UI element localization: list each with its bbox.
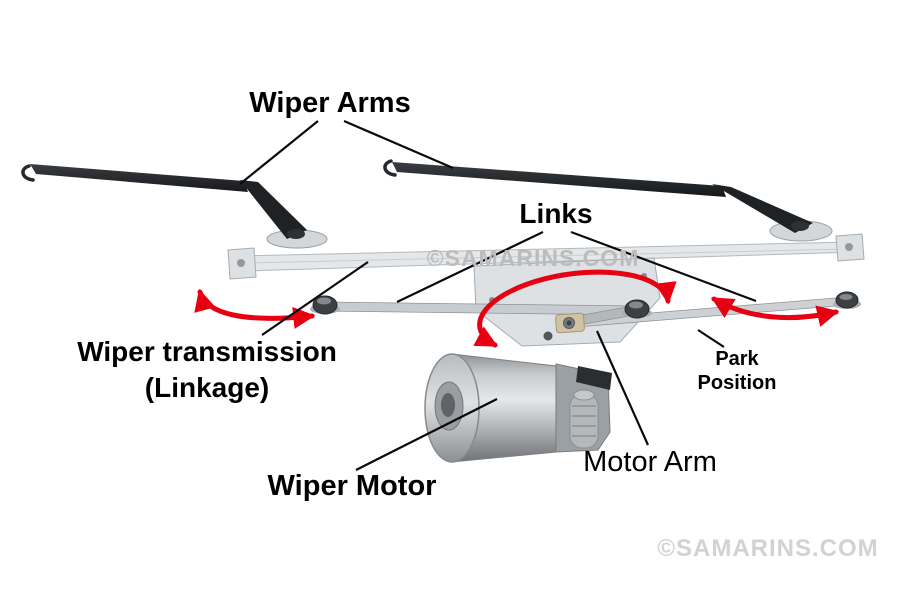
label-links: Links	[519, 198, 593, 229]
label-wiper-motor: Wiper Motor	[267, 470, 437, 502]
right-wiper-arm	[383, 159, 813, 233]
ball-highlight	[629, 301, 643, 309]
left-oscillation-arrow	[194, 288, 316, 329]
left-arm-hook	[21, 164, 35, 182]
leader-wiper-arms-right	[343, 119, 454, 170]
left-wiper-arm	[21, 164, 307, 239]
label-linkage: (Linkage)	[144, 372, 270, 403]
label-wiper-arms: Wiper Arms	[249, 87, 411, 119]
crank-pivot-center	[566, 320, 572, 326]
frame-inner-line	[245, 248, 849, 264]
right-pivot-nut	[791, 221, 809, 231]
leader-lines	[239, 119, 757, 471]
wiper-transmission-frame	[227, 233, 865, 280]
left-arm-blade	[30, 164, 248, 192]
right-ball-joint	[833, 291, 861, 309]
left-pivot-nut	[287, 229, 305, 239]
ball-highlight	[317, 297, 331, 305]
right-arm-blade	[392, 162, 726, 197]
label-park: Park	[715, 348, 759, 370]
worm-gear-top	[573, 389, 595, 401]
right-oscillation-arrow	[711, 296, 840, 327]
leader-park-position	[697, 329, 725, 348]
motor-shaft-end	[441, 393, 455, 417]
motor-worm-gear	[569, 393, 599, 449]
leader-wiper-motor	[355, 398, 498, 471]
watermark-center: ©SAMARINS.COM	[426, 245, 640, 271]
leader-links-left	[396, 231, 544, 303]
left-arm-body	[240, 180, 307, 239]
label-wiper-transmission: Wiper transmission	[77, 336, 337, 367]
rotation-arrows	[194, 269, 840, 348]
right-arm-body	[712, 184, 813, 233]
frame-left-mount-hole	[237, 259, 245, 267]
frame-right-mount-hole	[845, 243, 853, 251]
bracket-screw	[543, 331, 553, 341]
worm-gear-ridges	[572, 405, 596, 437]
motor-connector	[576, 366, 612, 390]
label-motor-arm: Motor Arm	[583, 446, 717, 478]
leader-wiper-arms-left	[239, 120, 319, 185]
ball-highlight	[839, 294, 853, 300]
wiper-motor	[424, 353, 612, 463]
center-rotation-arrow	[473, 269, 677, 348]
label-position: Position	[697, 372, 777, 394]
right-arm-hook	[383, 159, 397, 177]
watermark-bottom-right: ©SAMARINS.COM	[657, 535, 879, 562]
leader-links-right	[570, 230, 757, 303]
leader-transmission	[261, 261, 369, 336]
leader-motor-arm	[595, 330, 650, 446]
